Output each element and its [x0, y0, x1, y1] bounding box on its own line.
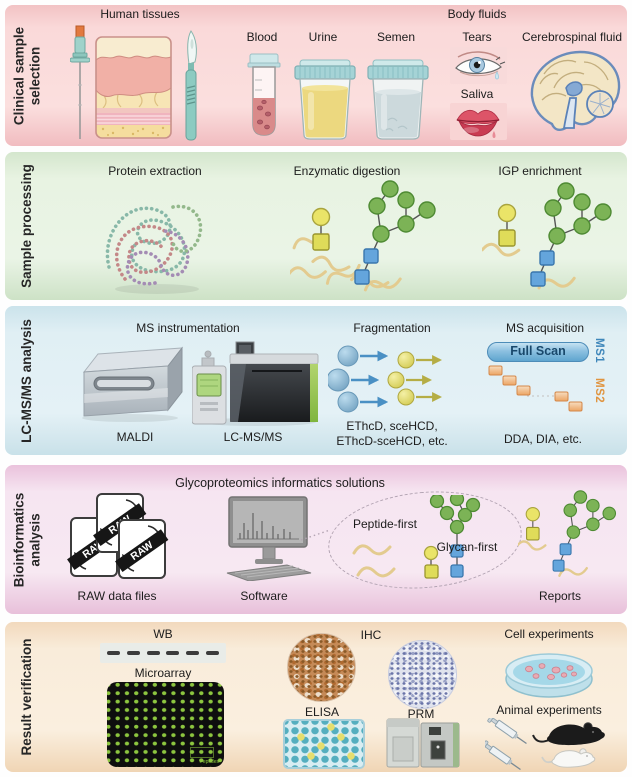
- maldi-label: MALDI: [116, 430, 154, 444]
- urine-cup-illustration: [294, 59, 356, 140]
- igp-enrichment-illustration: [482, 182, 612, 291]
- cerebrospinal-fluid-label: Cerebrospinal fluid: [521, 30, 623, 44]
- saliva-label: Saliva: [460, 87, 494, 101]
- software-label: Software: [240, 589, 288, 603]
- urine-label: Urine: [308, 30, 338, 44]
- peptide-squiggles-illustration: [352, 544, 396, 578]
- monitor-ellipse-connector: [300, 529, 331, 541]
- microarray-label: Microarray: [134, 666, 192, 680]
- wb-label: WB: [153, 627, 173, 641]
- panel-lcmsms-analysis: LC-MS/MS analysis MS instrumentation Fra…: [5, 306, 627, 455]
- ms-instrumentation-label: MS instrumentation: [136, 321, 240, 335]
- software-monitor-illustration: [226, 496, 312, 581]
- acquisition-modes-label: DDA, DIA, etc.: [503, 432, 583, 446]
- reports-label: Reports: [538, 589, 582, 603]
- panel-sample-processing: Sample processing Protein extraction Enz…: [5, 152, 627, 300]
- ms2-steps-illustration: [488, 365, 583, 412]
- panel-title-processing: Sample processing: [19, 164, 35, 288]
- informatics-solutions-label: Glycoproteomics informatics solutions: [175, 476, 385, 490]
- fragmentation-illustration: [328, 345, 442, 413]
- ihc-blue-micrograph: [388, 640, 457, 709]
- panel-title-bioinfo: Bioinformatics analysis: [11, 492, 42, 587]
- igp-enrichment-label: IGP enrichment: [498, 164, 582, 178]
- ms2-label: MS2: [593, 378, 605, 404]
- fragmentation-label: Fragmentation: [353, 321, 431, 335]
- semen-label: Semen: [376, 30, 416, 44]
- microarray-illustration: Peptides: [107, 682, 224, 767]
- lcmsms-label: LC-MS/MS: [223, 430, 283, 444]
- protein-structure-illustration: [105, 204, 203, 294]
- tissue-block-illustration: [95, 36, 172, 139]
- fragmentation-methods-line1: EThcD, sceHCD,: [346, 419, 438, 433]
- panel-title-clinical: Clinical sample selection: [11, 26, 42, 125]
- maldi-instrument-illustration: [82, 346, 184, 422]
- animal-experiments-label: Animal experiments: [496, 703, 602, 717]
- raw-file-cards-illustration: [66, 493, 170, 579]
- scalpel-illustration: [185, 30, 197, 141]
- petri-dish-illustration: [505, 653, 593, 698]
- white-mouse-icon: [541, 748, 596, 768]
- ihc-brown-micrograph: [287, 633, 356, 702]
- cell-experiments-label: Cell experiments: [504, 627, 594, 641]
- ihc-label: IHC: [360, 628, 382, 642]
- elisa-label: ELISA: [304, 705, 340, 719]
- lips-illustration: [450, 103, 507, 140]
- prm-instrument-illustration: [386, 718, 460, 768]
- enzymatic-digestion-illustration: [290, 180, 436, 293]
- protein-extraction-label: Protein extraction: [108, 164, 202, 178]
- lcmsms-instrument-illustration: [192, 341, 319, 426]
- biopsy-needle-illustration: [70, 25, 90, 139]
- syringe-icon: [485, 740, 521, 770]
- human-tissues-label: Human tissues: [100, 7, 180, 21]
- black-mouse-icon: [532, 722, 605, 746]
- tears-label: Tears: [462, 30, 492, 44]
- brain-illustration: [530, 50, 621, 131]
- prm-label: PRM: [407, 707, 435, 721]
- panel-title-lcms: LC-MS/MS analysis: [19, 318, 35, 443]
- ms1-label: MS1: [593, 338, 605, 364]
- glycan-first-structure-illustration: [423, 495, 481, 579]
- ms-acquisition-label: MS acquisition: [505, 321, 585, 335]
- raw-data-files-label: RAW data files: [77, 589, 157, 603]
- blood-tube-illustration: [247, 53, 281, 136]
- glycan-first-label: Glycan-first: [436, 540, 498, 554]
- panel-bioinformatics-analysis: Bioinformatics analysis Glycoproteomics …: [5, 465, 627, 614]
- mice-illustration: [485, 718, 605, 770]
- body-fluids-label: Body fluids: [447, 7, 507, 21]
- reports-glycopeptide-illustration: [518, 490, 617, 578]
- microarray-note: Peptides: [199, 759, 219, 765]
- panel-result-verification: Result verification WB Microarray Peptid…: [5, 622, 627, 772]
- panel-title-verification: Result verification: [19, 638, 35, 756]
- fragmentation-methods-line2: EThcD-sceHCD, etc.: [336, 434, 448, 448]
- enzymatic-digestion-label: Enzymatic digestion: [293, 164, 401, 178]
- eye-illustration: [450, 47, 507, 84]
- panel-clinical-sample-selection: Clinical sample selection Human tissues …: [5, 5, 627, 146]
- blood-label: Blood: [246, 30, 278, 44]
- microarray-highlight-box: [190, 747, 214, 758]
- semen-cup-illustration: [367, 59, 429, 140]
- syringe-icon: [487, 718, 527, 745]
- peptide-first-label: Peptide-first: [352, 517, 418, 531]
- full-scan-bar: Full Scan: [487, 342, 589, 362]
- wb-strip-illustration: [100, 643, 226, 663]
- elisa-plate-illustration: [283, 719, 365, 769]
